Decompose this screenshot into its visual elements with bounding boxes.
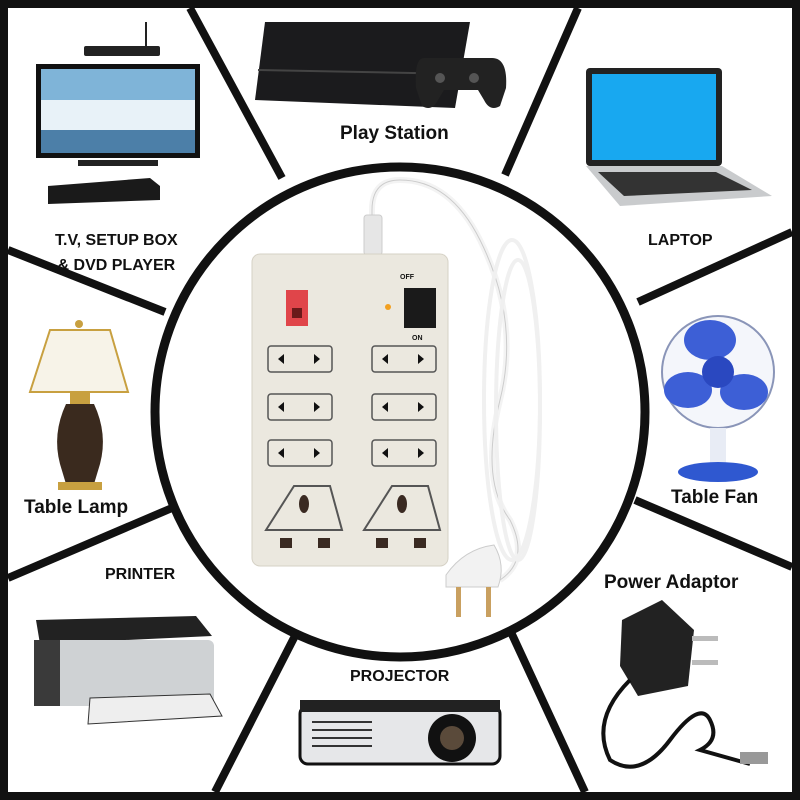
table-fan-image [661,315,775,482]
power-switch [404,288,436,328]
divider-line [211,628,302,794]
divider-line [6,246,167,316]
divider-line [501,6,582,177]
switch-off-label: OFF [400,274,414,281]
divider-line [6,504,174,582]
printer-image [34,616,223,725]
power-strip [251,176,542,617]
socket-group [267,345,437,467]
printer-label: PRINTER [105,566,176,583]
two-pin-socket [371,345,437,373]
laptop-image [586,68,772,206]
led-indicator [385,304,391,310]
divider-line [506,628,589,794]
divider-lines [6,6,794,794]
divider-line [186,6,286,180]
two-pin-plug [445,544,502,617]
laptop-label: LAPTOP [648,232,713,249]
two-pin-socket [371,439,437,467]
two-pin-socket [267,345,333,373]
table-lamp-label: Table Lamp [24,497,129,518]
tv-setup-dvd-image [36,22,200,204]
tv-label-line: T.V, SETUP BOX [55,232,178,249]
two-pin-socket [267,393,333,421]
divider-line [636,228,794,306]
playstation-image [255,22,507,108]
universal-socket [264,485,442,548]
table-lamp-image [28,320,130,490]
playstation-label: Play Station [340,123,449,144]
projector-label: PROJECTOR [350,668,450,685]
divider-line [633,496,794,571]
power-adaptor-image [601,600,768,769]
coiled-cable [482,238,542,562]
switch-on-label: ON [412,335,423,342]
table-fan-label: Table Fan [671,487,759,508]
two-pin-socket [371,393,437,421]
two-pin-socket [267,439,333,467]
projector-image [298,700,502,766]
tv-label-line: & DVD PLAYER [57,257,176,274]
power-adaptor-label: Power Adaptor [604,572,739,593]
tv-label: T.V, SETUP BOX & DVD PLAYER [55,228,178,278]
